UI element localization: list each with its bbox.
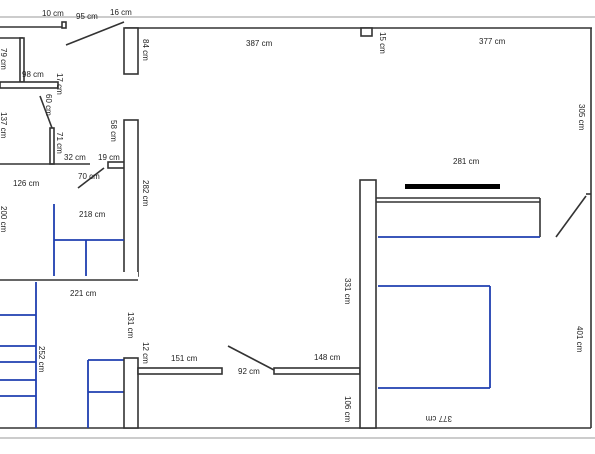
dim-98: 98 cm [22,70,44,79]
dim-106: 106 cm [343,396,352,423]
wall-vertical-331 [359,179,377,429]
wall-horizontal-151 [137,367,223,375]
dim-92: 92 cm [238,367,260,376]
wall-stub-left [61,21,67,29]
dim-58: 58 cm [109,120,118,142]
door-entry-top [65,21,125,46]
wall-gap [0,272,138,282]
dim-70: 70 cm [78,172,100,181]
dim-60: 60 cm [44,94,53,116]
door-living [227,345,275,371]
dim-218: 218 cm [79,210,106,219]
dim-252: 252 cm [37,346,46,373]
dim-137: 137 cm [0,112,8,139]
dim-16: 16 cm [110,8,132,17]
dim-10: 10 cm [42,9,64,18]
wall-vertical-84 [123,27,139,75]
dim-282: 282 cm [141,180,150,207]
dim-148: 148 cm [314,353,341,362]
dim-131: 131 cm [126,312,135,339]
dim-95: 95 cm [76,12,98,21]
dim-84: 84 cm [141,39,150,61]
dim-377-top: 377 cm [479,37,506,46]
dim-305: 305 cm [577,104,586,131]
dim-19: 19 cm [98,153,120,162]
dim-200: 200 cm [0,206,8,233]
dim-126: 126 cm [13,179,40,188]
door-closet [39,95,53,129]
dim-15: 15 cm [378,32,387,54]
dim-387: 387 cm [246,39,273,48]
heater [405,184,500,189]
dim-17: 17 cm [55,73,64,95]
wall-stub-center [360,27,373,37]
dim-12: 12 cm [141,342,150,364]
door-bathroom [77,167,105,189]
wall-horizontal-148 [273,367,361,375]
dim-221: 221 cm [70,289,97,298]
wall-vertical-282 [123,119,139,277]
dim-79: 79 cm [0,48,8,70]
dim-32: 32 cm [64,153,86,162]
dim-331: 331 cm [343,278,352,305]
door-bedroom [555,195,587,238]
wall-vertical-131 [123,357,139,429]
dim-281: 281 cm [453,157,480,166]
dim-151: 151 cm [171,354,198,363]
dim-71: 71 cm [55,132,64,154]
dim-377-bottom: 377 cm [425,414,452,423]
wall-horizontal-98 [0,81,59,89]
dim-401: 401 cm [575,326,584,353]
wall-vertical-71 [49,127,55,165]
